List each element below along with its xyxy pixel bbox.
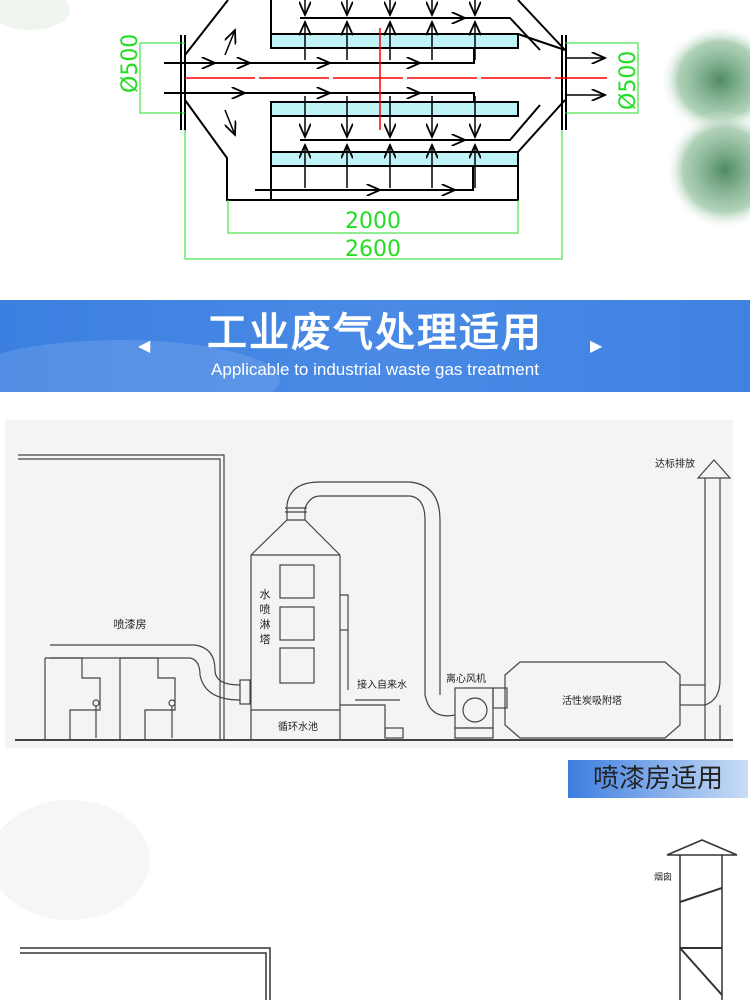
spray-tower-label-4: 塔 <box>260 633 271 646</box>
spray-booth-diagram: 烟囱 <box>0 800 738 1000</box>
chimney-label: 烟囱 <box>654 871 672 883</box>
inner-length-label: 2000 <box>345 209 401 234</box>
inlet-diameter-label: Ø500 <box>118 34 143 93</box>
spray-tower-label-1: 水 <box>260 588 271 601</box>
dimension-lines <box>139 42 639 260</box>
spray-booth-applicable-label: 喷漆房适用 <box>568 760 748 798</box>
banner-title: 工业废气处理适用 <box>207 310 543 356</box>
spray-tower-label-3: 淋 <box>260 618 271 631</box>
leaf-decoration <box>0 0 750 230</box>
spray-booth-label: 喷漆房 <box>114 618 147 631</box>
discharge-label: 达标排放 <box>655 457 695 470</box>
circulating-pool-label: 循环水池 <box>278 720 318 733</box>
section-banner: ◀ 工业废气处理适用 Applicable to industrial wast… <box>0 300 750 392</box>
center-lines <box>185 28 607 130</box>
banner-subtitle: Applicable to industrial waste gas treat… <box>211 360 539 379</box>
carbon-tower-label: 活性炭吸附塔 <box>562 694 622 707</box>
spray-tower-label-2: 喷 <box>260 603 271 616</box>
water-inlet-label: 接入自来水 <box>357 678 407 691</box>
activated-carbon-box-drawing: Ø500 Ø500 2000 2600 <box>0 0 750 262</box>
outer-length-label: 2600 <box>345 237 401 262</box>
right-arrow-icon: ▶ <box>590 336 603 355</box>
waste-gas-process-diagram: 喷漆房 水 喷 淋 塔 接入自来水 循环水池 离心风机 活性炭吸附塔 达标排放 <box>5 420 733 748</box>
left-arrow-icon: ◀ <box>138 336 151 355</box>
filter-beds <box>270 33 519 167</box>
outlet-diameter-label: Ø500 <box>616 51 641 110</box>
centrifugal-fan-label: 离心风机 <box>446 672 486 685</box>
